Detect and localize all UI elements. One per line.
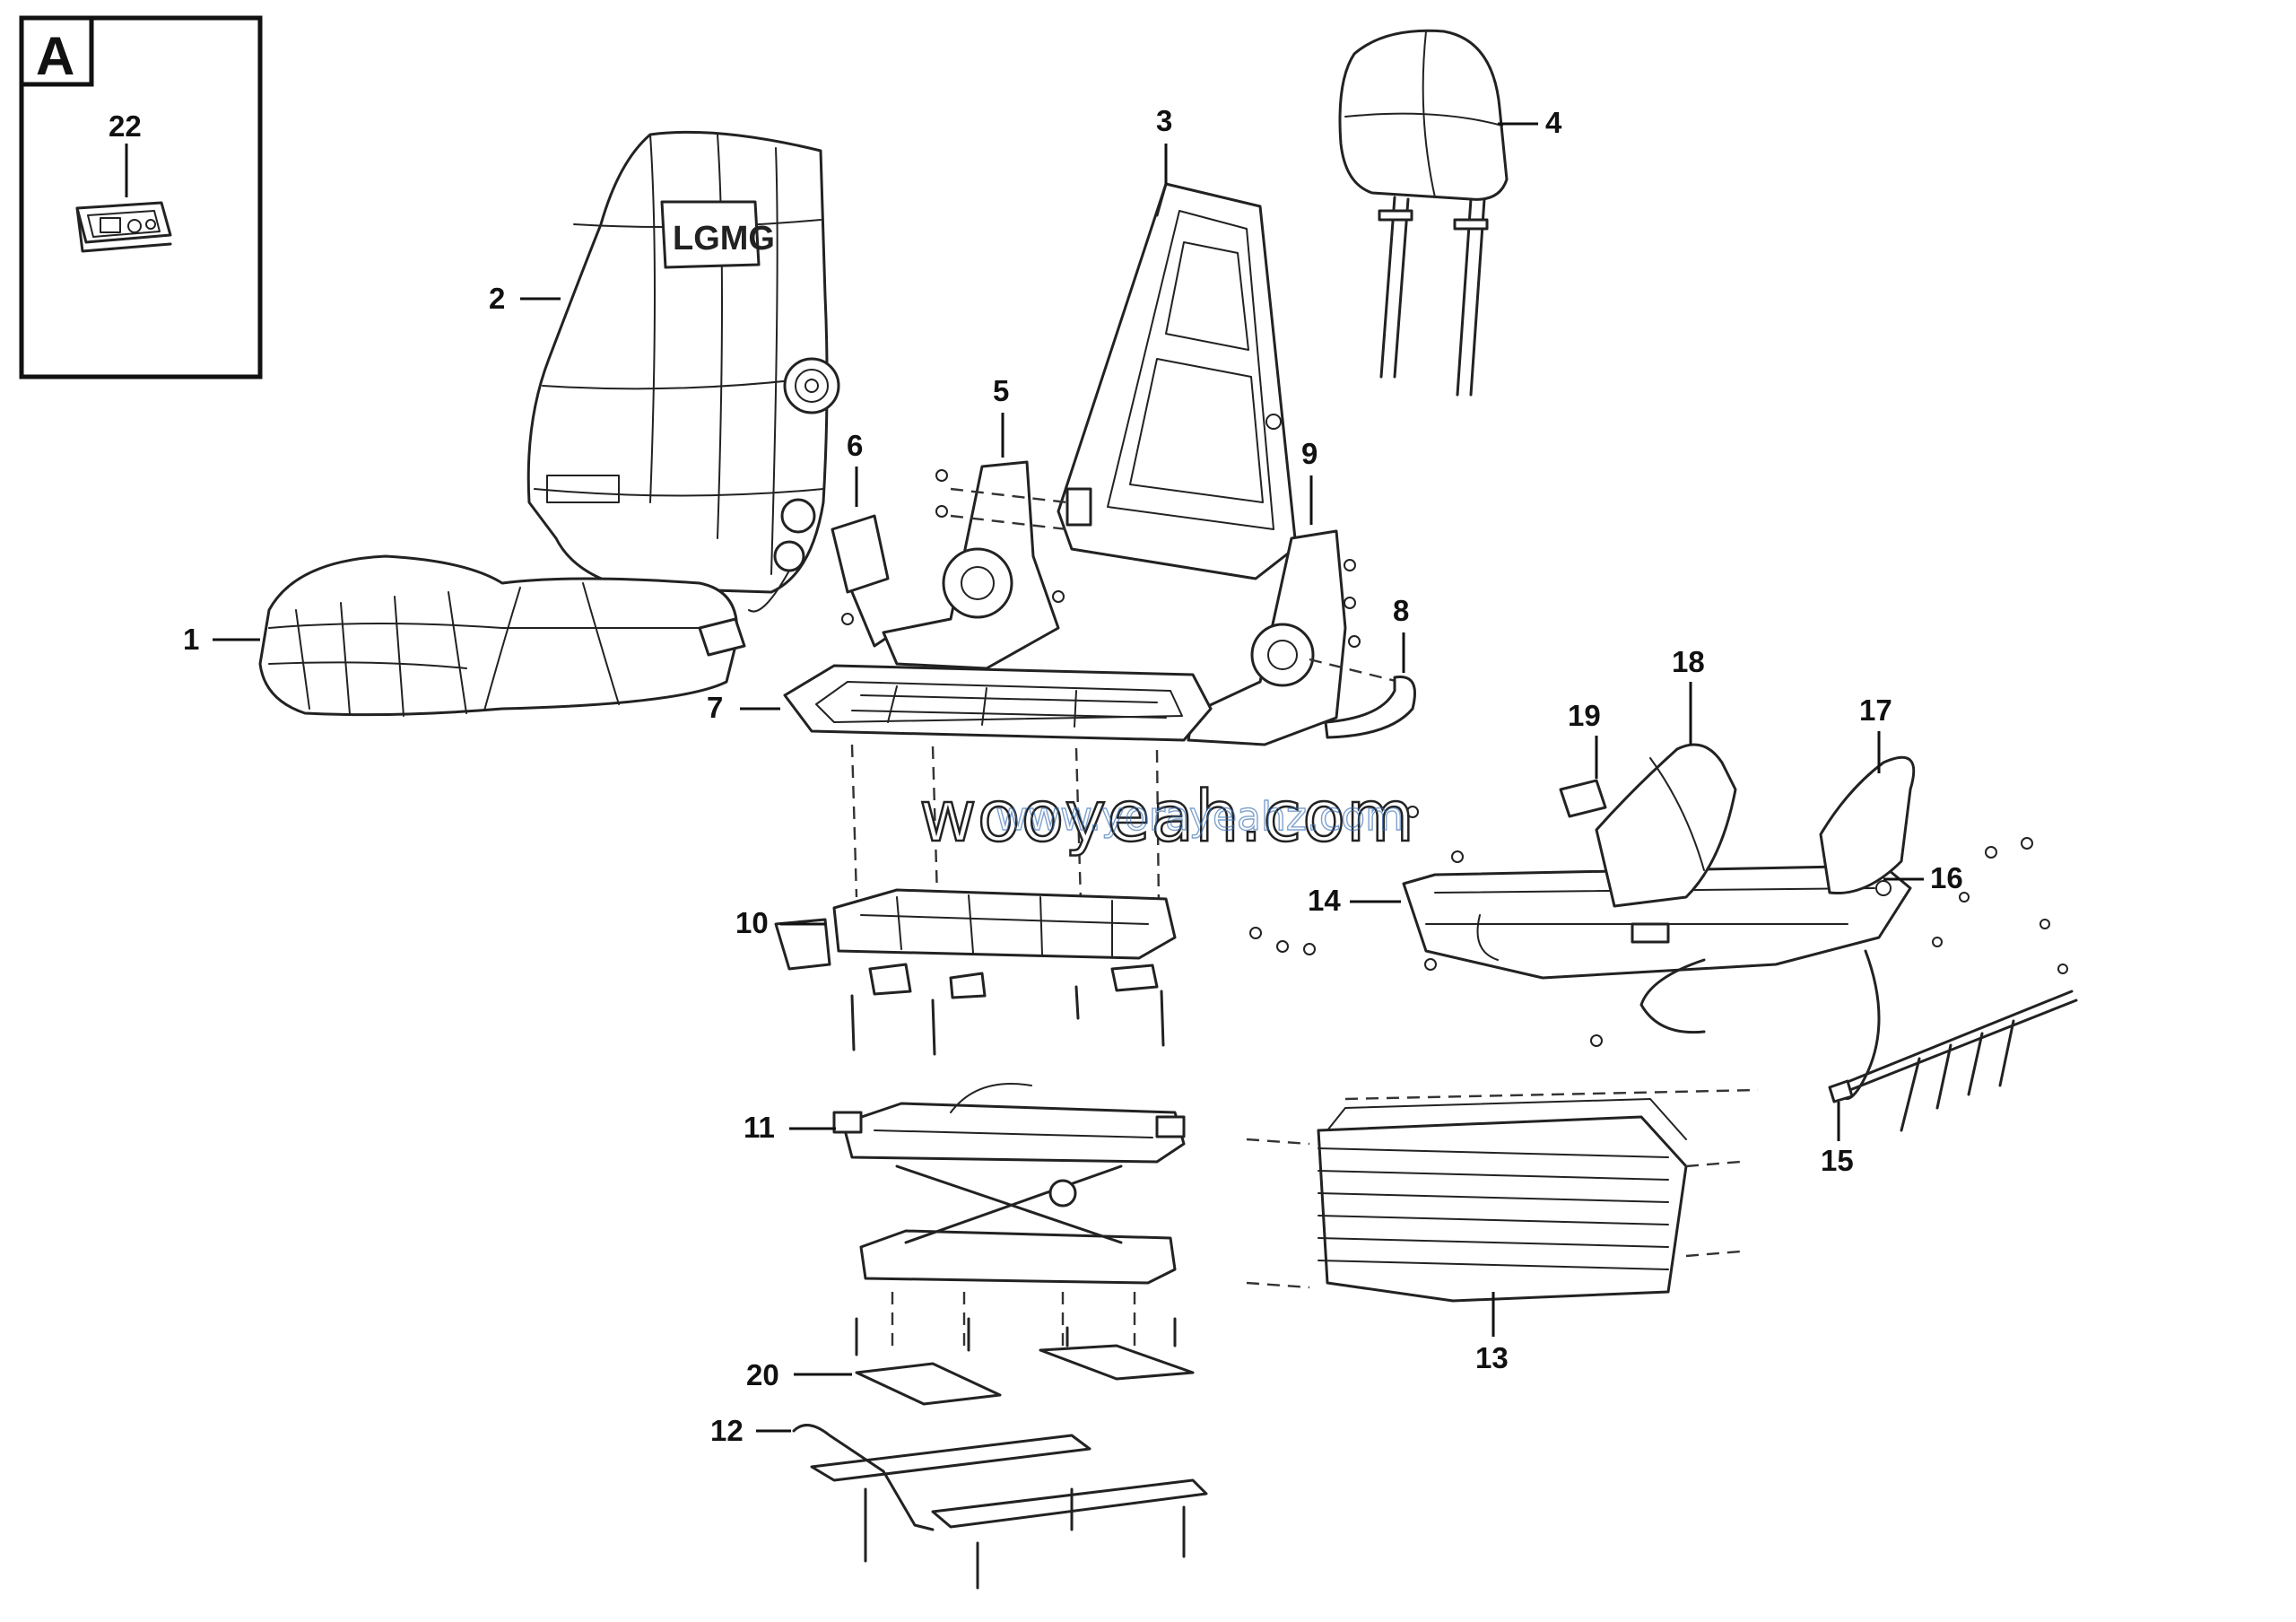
part-1-seat-cushion xyxy=(258,554,746,717)
part-8-handle xyxy=(1324,675,1416,739)
inset-letter: A xyxy=(36,26,74,86)
callout-6: 6 xyxy=(847,429,863,462)
callout-12: 12 xyxy=(710,1414,744,1447)
part-17-side-bracket xyxy=(1819,755,1916,895)
callout-19: 19 xyxy=(1568,699,1601,732)
callout-1: 1 xyxy=(183,623,199,656)
callout-4: 4 xyxy=(1545,106,1562,139)
callout-20: 20 xyxy=(746,1358,779,1391)
callout-7: 7 xyxy=(707,691,723,724)
part-15-cable-levers xyxy=(1828,919,2078,1132)
part-4-headrest xyxy=(1338,29,1509,397)
callout-22: 22 xyxy=(109,109,142,143)
part-10-slide-assembly xyxy=(774,888,1316,1056)
part-13-bellows xyxy=(1246,1088,1759,1303)
callout-9: 9 xyxy=(1301,437,1318,470)
callout-3: 3 xyxy=(1156,104,1172,137)
part-20-plates xyxy=(855,1317,1195,1406)
callout-5: 5 xyxy=(993,374,1009,407)
callout-10: 10 xyxy=(735,906,769,939)
part-18-side-bracket xyxy=(1595,743,1737,908)
seat-logo: LGMG xyxy=(673,220,775,257)
callout-18: 18 xyxy=(1672,645,1705,678)
part-6-lever xyxy=(831,514,890,648)
part-22-switch xyxy=(75,201,172,253)
part-12-rails xyxy=(792,1424,1208,1590)
watermark-main: wooyeah.com xyxy=(919,777,1415,858)
inset-a: A 22 xyxy=(19,15,263,379)
callout-16: 16 xyxy=(1930,861,1963,894)
part-16-fitting xyxy=(1875,880,1970,903)
callout-8: 8 xyxy=(1393,594,1409,627)
part-3-back-frame xyxy=(1057,182,1298,580)
part-7-seat-pan xyxy=(783,664,1213,742)
callout-13: 13 xyxy=(1475,1341,1509,1374)
part-9-recliner-bracket xyxy=(1187,529,1400,746)
callout-11: 11 xyxy=(744,1111,775,1144)
callout-17: 17 xyxy=(1859,693,1892,727)
part-14-lower-frame xyxy=(1402,864,1912,1101)
callout-labels: 1 2 3 4 5 6 7 8 9 10 11 12 13 14 15 16 1… xyxy=(183,104,1963,1447)
leader-lines xyxy=(213,122,1924,1433)
watermark-overlay: www.yorayeahz.com xyxy=(996,794,1404,840)
callout-2: 2 xyxy=(489,282,505,315)
callout-15: 15 xyxy=(1821,1144,1854,1177)
part-19-clip xyxy=(1559,779,1607,818)
callout-14: 14 xyxy=(1308,884,1341,917)
part-2-seat-back: LGMG xyxy=(526,130,840,613)
watermark: wooyeah.com www.yorayeahz.com xyxy=(918,776,1416,859)
alignment-lines-lower xyxy=(891,1292,1136,1346)
part-5-recliner-bracket xyxy=(882,460,1068,670)
bolts xyxy=(841,613,2033,1047)
alignment-lines-upper xyxy=(850,744,1161,907)
part-11-suspension xyxy=(832,1083,1186,1285)
